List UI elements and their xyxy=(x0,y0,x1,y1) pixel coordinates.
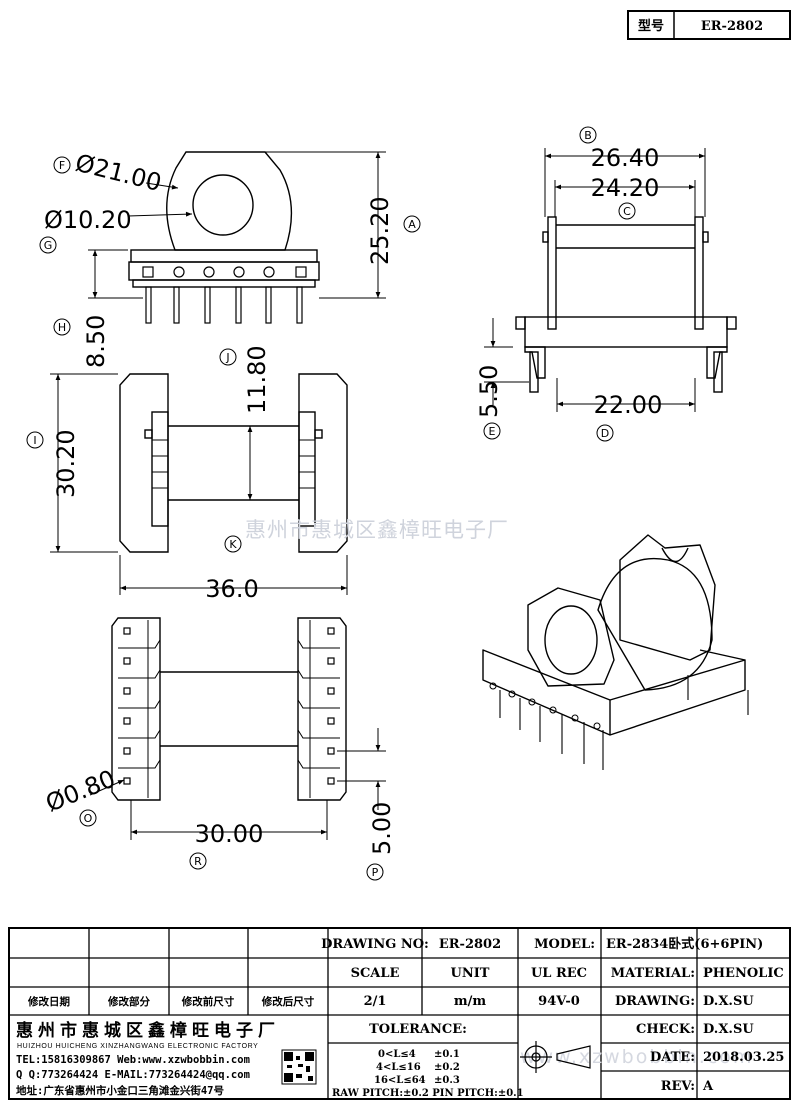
company-tel: TEL:15816309867 Web:www.xzwbobbin.com xyxy=(16,1054,250,1066)
callout-i: I xyxy=(33,434,36,447)
tol-range-1: 4<L≤16 xyxy=(376,1062,421,1073)
tolerance-label: TOLERANCE: xyxy=(369,1022,467,1037)
title-block: 型号 ER-2802 xyxy=(627,10,791,40)
bottom-view xyxy=(111,617,347,801)
drawing-value: D.X.SU xyxy=(703,994,754,1009)
dim-pin-hole: Ø0.80 xyxy=(42,765,120,818)
rev-col-1: 修改部分 xyxy=(107,995,150,1008)
projection-symbol-icon xyxy=(520,1041,591,1073)
callout-f: F xyxy=(59,159,65,172)
company-name-cn: 惠州市惠城区鑫樟旺电子厂 xyxy=(16,1020,280,1041)
scale-label: SCALE xyxy=(351,966,400,981)
dim-pin-pitch: 5.00 xyxy=(368,802,396,855)
pitch-note: RAW PITCH:±0.2 PIN PITCH:±0.1 xyxy=(332,1088,524,1099)
callout-a: A xyxy=(408,218,416,231)
callout-c: C xyxy=(623,205,631,218)
model-value: ER-2834卧式(6+6PIN) xyxy=(606,936,763,952)
qr-code-icon xyxy=(281,1049,317,1085)
check-value: D.X.SU xyxy=(703,1022,754,1037)
dim-inner-diameter: Ø10.20 xyxy=(44,206,132,234)
part-number: ER-2802 xyxy=(701,19,763,34)
model-label: MODEL: xyxy=(534,937,595,952)
bottom-view-dims xyxy=(89,728,386,840)
watermark-text: 惠州市惠城区鑫樟旺电子厂 xyxy=(245,518,509,542)
callout-h: H xyxy=(58,321,66,334)
dim-width-inner: 24.20 xyxy=(591,174,660,202)
side-view-dims xyxy=(484,148,706,412)
unit-value: m/m xyxy=(454,994,487,1009)
dim-bobbin-height: 30.20 xyxy=(52,429,80,498)
callout-k: K xyxy=(229,538,237,551)
dim-outer-diameter: Ø21.00 xyxy=(73,149,165,197)
date-label: DATE: xyxy=(650,1050,695,1065)
check-label: CHECK: xyxy=(636,1022,695,1037)
drawing-label: DRAWING: xyxy=(615,994,695,1009)
tol-value-1: ±0.2 xyxy=(434,1062,460,1073)
tol-range-2: 16<L≤64 xyxy=(374,1075,426,1086)
dim-total-height: 25.20 xyxy=(366,196,394,265)
drawing-no-label: DRAWING NO: xyxy=(321,937,429,952)
dim-base-width: 22.00 xyxy=(594,391,663,419)
dim-width-outer: 26.40 xyxy=(591,144,660,172)
rev-col-0: 修改日期 xyxy=(27,995,70,1008)
footer-watermark: www.xzwbobbin.com xyxy=(520,1046,753,1068)
material-value: PHENOLIC xyxy=(703,966,784,981)
dim-window-height: 11.80 xyxy=(243,345,271,414)
scale-value: 2/1 xyxy=(364,994,387,1009)
company-qq: Q Q:773264424 E-MAIL:773264424@qq.com xyxy=(16,1069,250,1081)
company-address: 地址:广东省惠州市小金口三角滩金兴街47号 xyxy=(16,1084,224,1097)
dim-pin-offset: 5.50 xyxy=(475,365,503,418)
callout-b: B xyxy=(584,129,592,142)
callout-j: J xyxy=(225,351,229,364)
dim-pin-length: 8.50 xyxy=(82,315,110,368)
type-label: 型号 xyxy=(638,18,664,34)
dim-row-spacing: 30.00 xyxy=(195,820,264,848)
front-view xyxy=(128,151,320,324)
side-view xyxy=(515,216,737,393)
callouts xyxy=(26,126,636,881)
callout-d: D xyxy=(601,427,609,440)
rev-label: REV: xyxy=(661,1079,695,1094)
ul-value: 94V-0 xyxy=(538,994,580,1009)
dim-total-length: 36.0 xyxy=(205,575,258,603)
rev-value: A xyxy=(702,1079,714,1094)
rev-col-2: 修改前尺寸 xyxy=(181,995,235,1008)
info-table xyxy=(8,927,791,1100)
callout-labels: B C A F G H J I K E D O P R xyxy=(33,129,631,879)
top-view xyxy=(119,373,348,553)
tol-value-0: ±0.1 xyxy=(434,1049,460,1060)
callout-o: O xyxy=(84,812,93,825)
tol-value-2: ±0.3 xyxy=(434,1075,460,1086)
company-name-en: HUIZHOU HUICHENG XINZHANGWANG ELECTRONIC… xyxy=(17,1043,258,1050)
callout-p: P xyxy=(372,866,379,879)
callout-r: R xyxy=(194,855,202,868)
ul-label: UL REC xyxy=(531,966,587,981)
company-info: 惠州市惠城区鑫樟旺电子厂 HUIZHOU HUICHENG XINZHANGWA… xyxy=(16,1020,280,1097)
isometric-view xyxy=(482,534,749,770)
callout-g: G xyxy=(44,239,53,252)
front-view-dims xyxy=(88,151,386,299)
rev-col-3: 修改后尺寸 xyxy=(261,995,315,1008)
material-label: MATERIAL: xyxy=(611,966,695,981)
date-value: 2018.03.25 xyxy=(703,1050,784,1065)
table-text: DRAWING NO: ER-2802 MODEL: ER-2834卧式(6+6… xyxy=(27,936,784,1099)
callout-e: E xyxy=(489,425,496,438)
tol-range-0: 0<L≤4 xyxy=(378,1049,416,1060)
unit-label: UNIT xyxy=(451,966,490,981)
top-view-dims xyxy=(50,373,348,595)
drawing-no: ER-2802 xyxy=(439,937,501,952)
